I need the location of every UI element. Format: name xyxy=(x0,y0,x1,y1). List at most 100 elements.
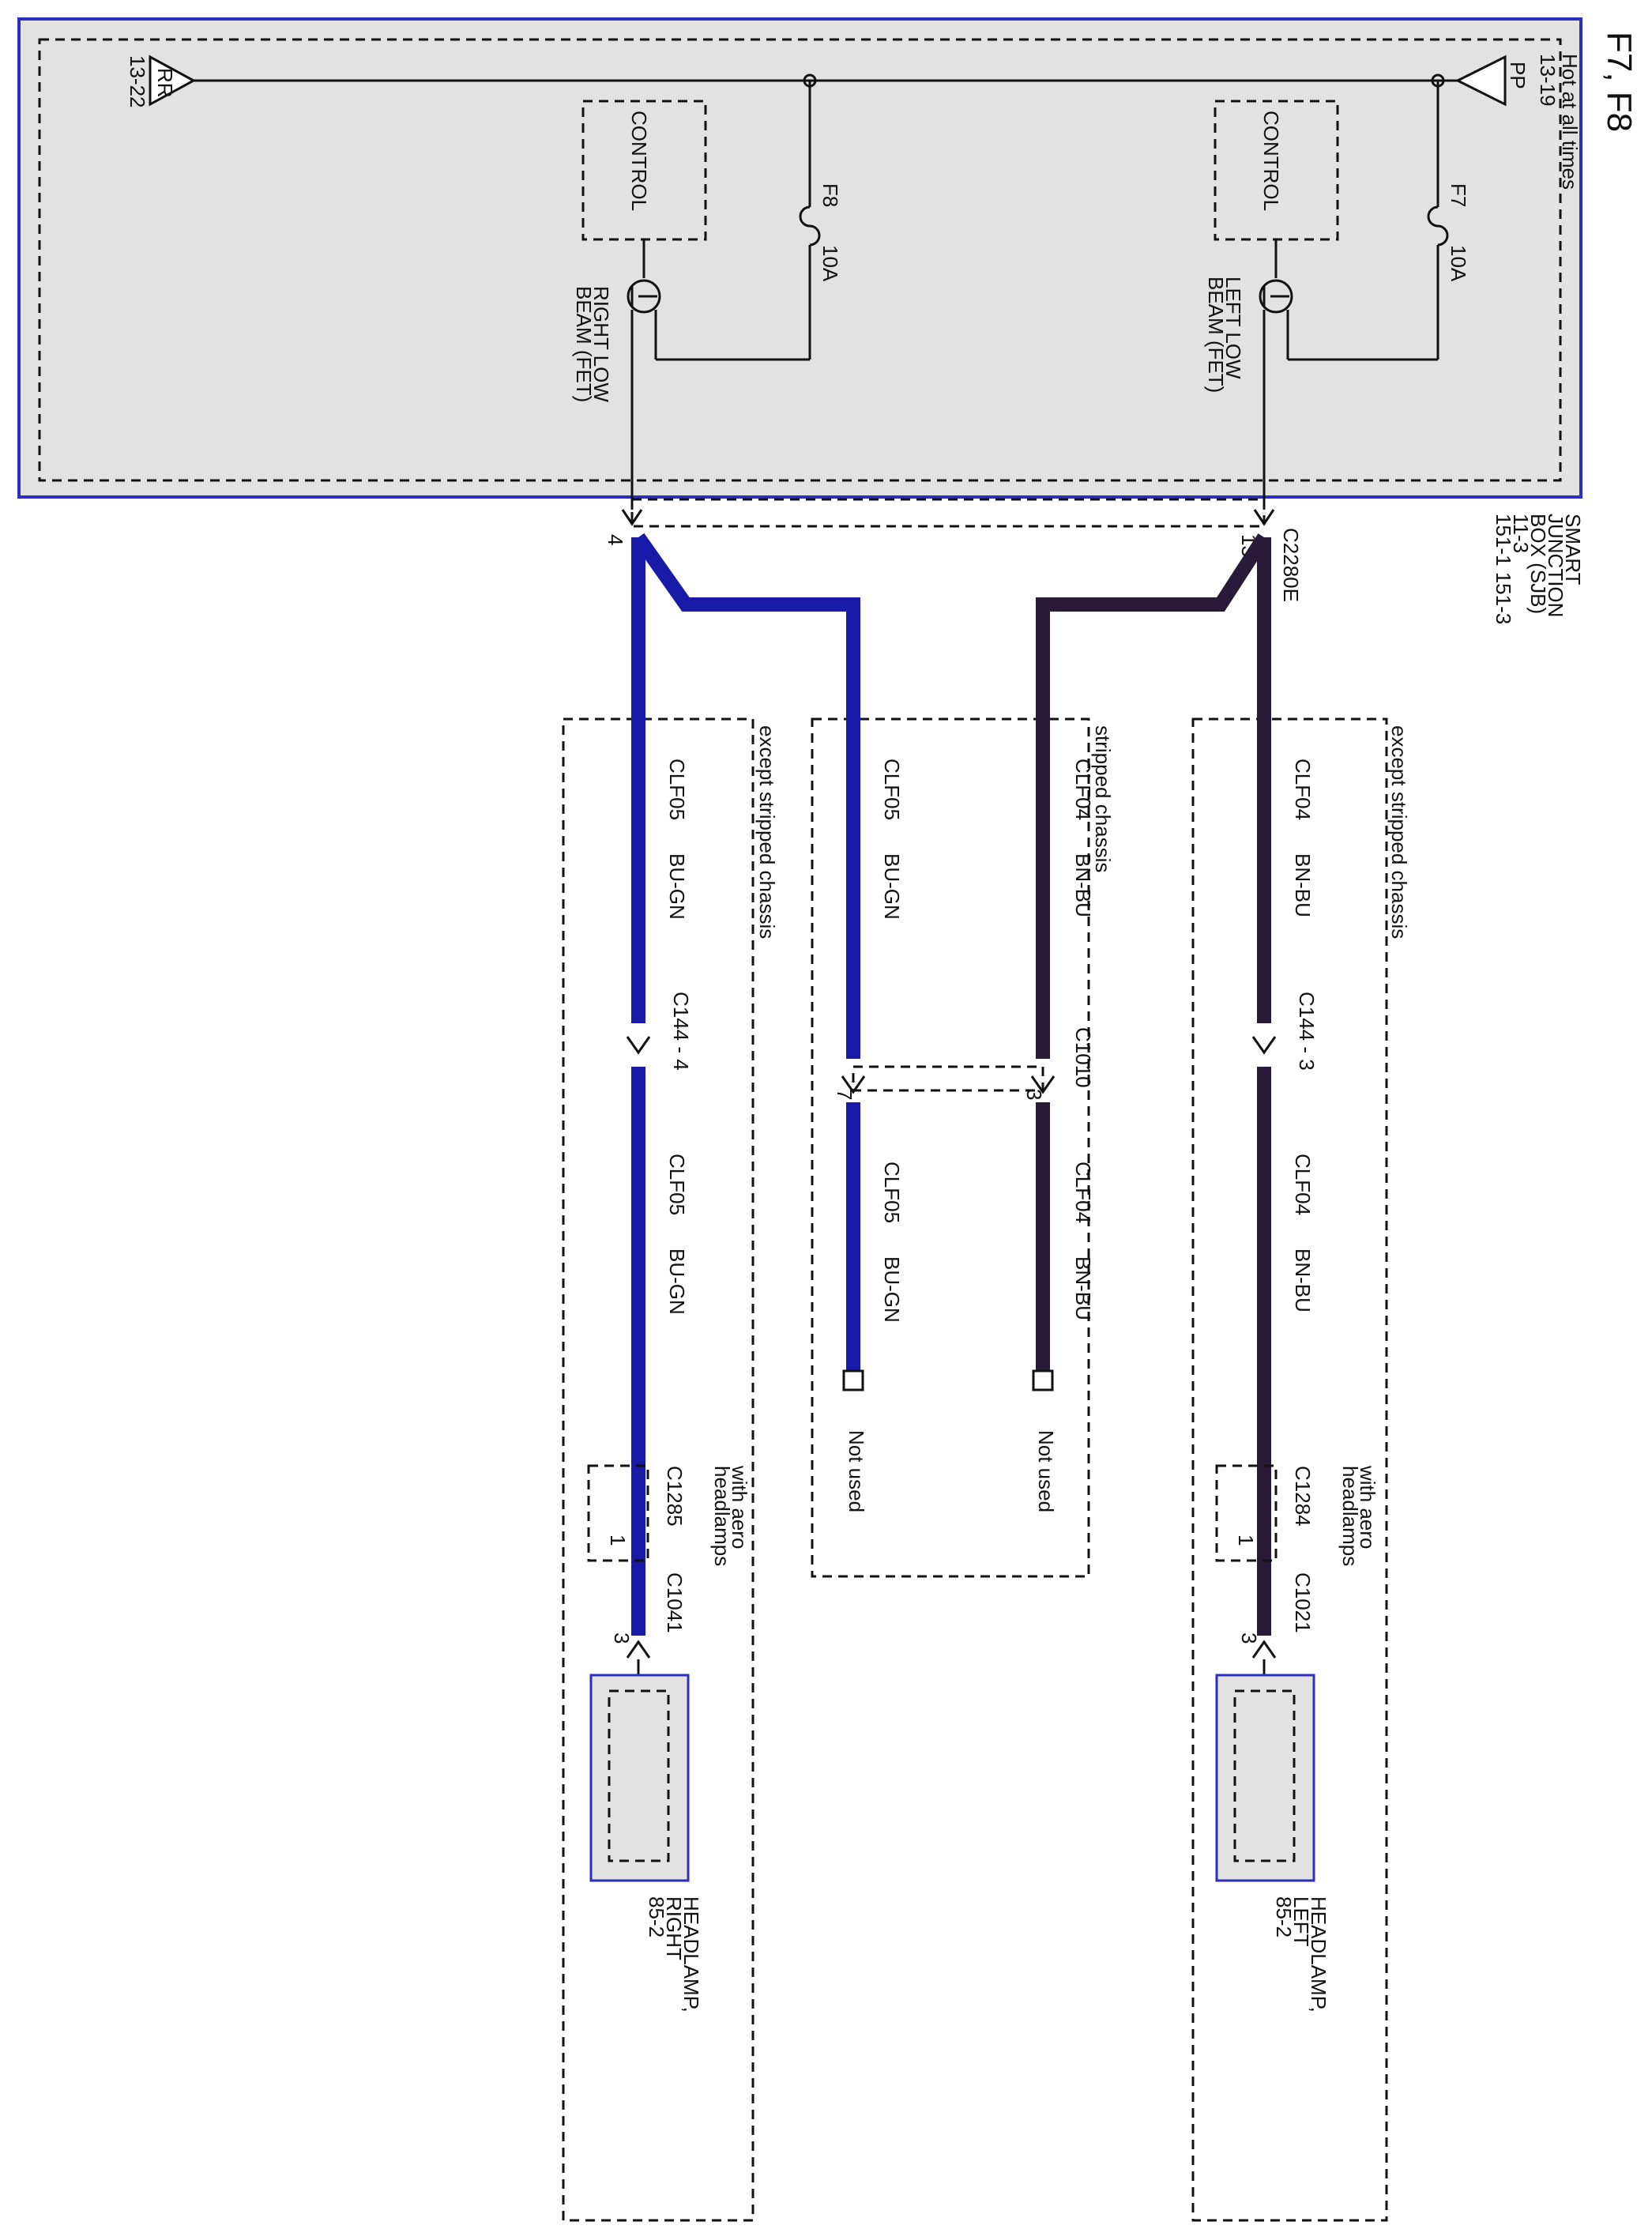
right-fet-label-1: RIGHT LOW xyxy=(589,286,613,402)
sjb-name-1: SMART xyxy=(1561,514,1585,586)
pp-ref-label: PP xyxy=(1506,62,1530,89)
clf04-stripped-upper: CLF04 xyxy=(1071,759,1095,820)
zone-except-left xyxy=(1191,717,1388,2222)
c2280e-id: C2280E xyxy=(1279,528,1303,602)
f8-id: F8 xyxy=(818,183,842,207)
headlamp-right-inner xyxy=(608,1689,670,1862)
c1041-label: C1041 xyxy=(663,1572,687,1633)
c2280e-pin4-arrow-icon xyxy=(621,509,643,526)
f8-rating: 10A xyxy=(818,245,842,282)
c1010-dashed xyxy=(852,1065,1044,1092)
sjb-inner-dashed xyxy=(38,38,1562,482)
right-fet-icon xyxy=(627,279,661,314)
aero-left-line1: with aero xyxy=(1356,1465,1379,1550)
clf05-right-lower: CLF05 xyxy=(665,1154,689,1215)
headlamp-left-line2: LEFT xyxy=(1289,1896,1313,1947)
c1010-pin3-arrow-icon xyxy=(1030,1075,1056,1094)
not-used-clf05: Not used xyxy=(845,1430,868,1512)
clf05-stripped-upper-color: BU-GN xyxy=(880,853,904,920)
diagram-title: F7, F8 xyxy=(1600,32,1639,132)
zone-except-right xyxy=(562,717,755,2222)
clf05-stripped-lower: CLF05 xyxy=(880,1162,904,1223)
headlamp-left-line1: HEADLAMP, xyxy=(1307,1896,1330,2013)
not-used-clf04: Not used xyxy=(1034,1430,1058,1512)
c144-4-label: C144 - 4 xyxy=(669,992,693,1071)
c144-3-arrow-icon xyxy=(1251,1036,1277,1055)
pp-ref-triangle-icon xyxy=(1454,55,1507,107)
sjb-box xyxy=(17,17,1582,499)
clf04-stripped-lower: CLF04 xyxy=(1071,1162,1095,1223)
headlamp-right-box xyxy=(589,1674,690,1882)
clf05-stripped-lower-color: BU-GN xyxy=(880,1256,904,1323)
rr-ref-page: 13-22 xyxy=(126,55,149,108)
c2280e-pin13-arrow-icon xyxy=(1253,509,1275,526)
headlamp-right-line2: RIGHT xyxy=(662,1896,686,1960)
zone-stripped xyxy=(811,717,1090,1578)
clf04-stripped-upper-color: BN-BU xyxy=(1071,853,1095,917)
headlamp-left-box xyxy=(1215,1674,1315,1882)
headlamp-left-line3: 85-2 xyxy=(1272,1896,1296,1937)
headlamp-left-inner xyxy=(1233,1689,1296,1862)
not-used-terminal-clf05 xyxy=(842,1369,864,1391)
sjb-label: SMART JUNCTION BOX (SJB) 11-3 151-1 151-… xyxy=(1492,514,1585,624)
zone-except-left-label: except stripped chassis xyxy=(1387,725,1411,939)
c1041-arrow-icon xyxy=(626,1640,651,1659)
aero-right-line1: with aero xyxy=(728,1465,751,1550)
c1021-arrow-icon xyxy=(1251,1640,1277,1659)
right-fet-label-2: BEAM (FET) xyxy=(572,286,596,402)
f7-fuse-icon xyxy=(1427,205,1449,247)
clf04-stripped-lower-color: BN-BU xyxy=(1071,1256,1095,1320)
c1041-pin: 3 xyxy=(610,1632,634,1644)
left-control-label: CONTROL xyxy=(1259,111,1283,211)
zone-stripped-label: stripped chassis xyxy=(1091,725,1115,872)
c1010-pin7: 7 xyxy=(833,1089,856,1100)
right-control-label: CONTROL xyxy=(627,111,651,211)
wire-clf04-stripped-upper xyxy=(1036,533,1270,1059)
left-fet-label-1: LEFT LOW xyxy=(1221,277,1245,379)
sjb-ref-2: 151-1 151-3 xyxy=(1492,514,1515,624)
aero-left-line2: headlamps xyxy=(1338,1466,1362,1566)
hot-at-all-times: Hot at all times xyxy=(1558,54,1582,190)
c1285-pin: 1 xyxy=(606,1534,630,1546)
clf04-left-upper: CLF04 xyxy=(1291,759,1315,820)
wire-clf05-stripped-upper xyxy=(632,533,860,1059)
headlamp-right-line1: HEADLAMP, xyxy=(679,1896,703,2013)
sjb-name-2: JUNCTION xyxy=(1544,514,1567,617)
left-fet-label-2: BEAM (FET) xyxy=(1204,277,1228,393)
c1010-label: C1010 xyxy=(1071,1027,1095,1088)
c144-4-arrow-icon xyxy=(626,1036,651,1055)
aero-right-line2: headlamps xyxy=(710,1466,734,1566)
headlamp-right-line3: 85-2 xyxy=(645,1896,668,1937)
clf05-right-lower-color: BU-GN xyxy=(665,1248,689,1315)
clf04-left-lower-color: BN-BU xyxy=(1291,1248,1315,1312)
f7-id: F7 xyxy=(1447,183,1470,207)
c1284-pin: 1 xyxy=(1234,1534,1258,1546)
zone-except-right-label: except stripped chassis xyxy=(755,725,779,939)
c144-3-label: C144 - 3 xyxy=(1295,992,1319,1071)
clf05-right-upper-color: BU-GN xyxy=(665,853,689,920)
clf04-left-lower: CLF04 xyxy=(1291,1154,1315,1215)
f7-rating: 10A xyxy=(1447,245,1470,282)
not-used-terminal-clf04 xyxy=(1032,1369,1054,1391)
c1021-label: C1021 xyxy=(1291,1572,1315,1633)
c1010-pin7-arrow-icon xyxy=(841,1075,866,1094)
c1284-label: C1284 xyxy=(1291,1466,1315,1527)
c1021-pin: 3 xyxy=(1237,1632,1261,1644)
sjb-ref-1: 11-3 xyxy=(1509,514,1533,553)
left-fet-icon xyxy=(1259,279,1293,314)
f8-fuse-icon xyxy=(799,205,821,247)
c2280e-dashed xyxy=(630,498,1266,528)
c2280e-pin4: 4 xyxy=(604,534,627,545)
sjb-name-3: BOX (SJB) xyxy=(1526,514,1550,614)
rr-ref-label: RR xyxy=(153,68,177,98)
clf05-right-upper: CLF05 xyxy=(665,759,689,820)
clf05-stripped-upper: CLF05 xyxy=(880,759,904,820)
clf04-left-upper-color: BN-BU xyxy=(1291,853,1315,917)
c1285-aero-box xyxy=(587,1464,649,1562)
pp-ref-page: 13-19 xyxy=(1536,54,1560,107)
rr-ref-triangle-icon xyxy=(149,55,197,107)
c1010-pin3: 3 xyxy=(1022,1089,1046,1100)
c1285-label: C1285 xyxy=(663,1466,687,1527)
c1284-aero-box xyxy=(1215,1464,1278,1562)
